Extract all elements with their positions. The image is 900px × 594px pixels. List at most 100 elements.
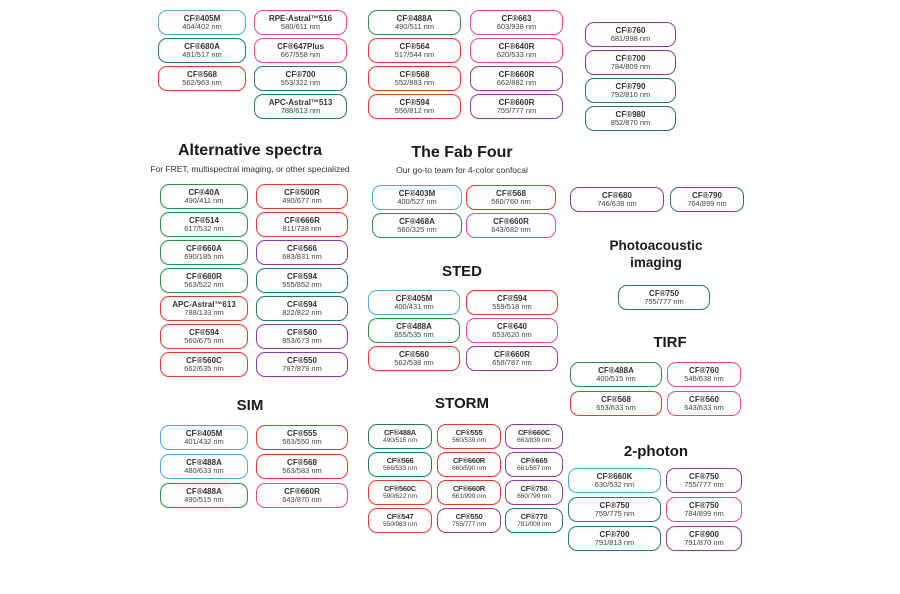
- dye-name: CF®568: [187, 69, 217, 79]
- section-title-fabfour: The Fab Four: [411, 144, 513, 161]
- dye-excitation-emission: 630/532 nm: [594, 479, 635, 489]
- dye-excitation-emission: 401/432 nm: [184, 436, 224, 446]
- dye-name: CF®660C: [517, 427, 551, 437]
- dye-excitation-emission: 755/777 nm: [644, 296, 684, 306]
- dye-excitation-emission: 755/777 nm: [496, 105, 537, 115]
- dye-name: CF®488A: [186, 457, 222, 467]
- dye-name: CF®660R: [498, 69, 535, 79]
- dye-name: CF®660R: [284, 486, 320, 496]
- dye-excitation-emission: 663/839 nm: [517, 436, 551, 444]
- dye-excitation-emission: 552/883 nm: [394, 77, 435, 87]
- dye-excitation-emission: 759/775 nm: [594, 508, 635, 518]
- dye-name: CF®40A: [188, 187, 220, 197]
- dye-name: CF®555: [455, 427, 483, 437]
- dye-excitation-emission: 643/870 nm: [282, 494, 322, 504]
- dye-name: CF®547: [386, 511, 414, 521]
- dye-name: CF®560: [689, 394, 719, 404]
- dye-excitation-emission: 822/822 nm: [282, 307, 322, 317]
- dye-name: CF®594: [287, 271, 317, 281]
- dye-excitation-emission: 690/185 nm: [184, 251, 224, 261]
- dye-excitation-emission: 662/882 nm: [496, 77, 537, 87]
- dye-name: CF®750: [649, 288, 679, 298]
- dye-name: CF®666R: [284, 215, 320, 225]
- dye-excitation-emission: 764/899 nm: [687, 198, 727, 208]
- dye-excitation-emission: 852/870 nm: [610, 117, 651, 127]
- dye-excitation-emission: 811/738 nm: [282, 223, 322, 233]
- section-title-photoacoustic: Photoacoustic imaging: [609, 238, 703, 270]
- dye-name: CF®750: [520, 483, 548, 493]
- dye-excitation-emission: 560/760 nm: [491, 196, 531, 206]
- dye-excitation-emission: 560/325 nm: [397, 224, 437, 234]
- dye-excitation-emission: 560/675 nm: [184, 335, 224, 345]
- dye-excitation-emission: 559/518 nm: [492, 301, 532, 311]
- dye-name: APC-Astral™613: [172, 299, 236, 309]
- dye-excitation-emission: 792/810 nm: [610, 89, 651, 99]
- dye-excitation-emission: 660/590 nm: [452, 464, 486, 472]
- dye-excitation-emission: 617/532 nm: [184, 223, 224, 233]
- dye-excitation-emission: 661/587 nm: [517, 464, 551, 472]
- section-title-alternative: Alternative spectra: [177, 142, 323, 159]
- section-title-sim: SIM: [236, 397, 264, 414]
- dye-excitation-emission: 781/009 nm: [517, 520, 551, 528]
- dye-excitation-emission: 658/787 nm: [492, 357, 532, 367]
- section-subtitle-fabfour: Our go-to team for 4-color confocal: [396, 165, 528, 175]
- dye-name: CF®790: [615, 81, 646, 91]
- dye-name: CF®660R: [498, 97, 535, 107]
- dye-excitation-emission: 517/544 nm: [394, 49, 435, 59]
- dye-name: CF®514: [189, 215, 219, 225]
- dye-excitation-emission: 620/533 nm: [496, 49, 537, 59]
- dye-excitation-emission: 788/613 nm: [280, 105, 321, 115]
- section-title-twophoton: 2-photon: [623, 443, 689, 460]
- dye-excitation-emission: 562/963 nm: [182, 77, 222, 87]
- dye-excitation-emission: 653/633 nm: [596, 402, 636, 412]
- dye-name: CF®700: [615, 53, 646, 63]
- dye-excitation-emission: 603/938 nm: [496, 21, 537, 31]
- dye-excitation-emission: 791/870 nm: [684, 537, 724, 547]
- dye-name: CF®566: [386, 455, 414, 465]
- dye-name: CF®665: [520, 455, 548, 465]
- dye-excitation-emission: 643/633 nm: [684, 402, 724, 412]
- dye-name: CF®488A: [396, 13, 433, 23]
- dye-excitation-emission: 660/799 nm: [517, 492, 551, 500]
- dye-excitation-emission: 400/527 nm: [397, 196, 437, 206]
- dye-excitation-emission: 490/515 nm: [184, 494, 224, 504]
- dye-excitation-emission: 490/511 nm: [394, 21, 435, 31]
- dye-name: CF®555: [287, 428, 317, 438]
- dye-excitation-emission: 563/550 nm: [282, 436, 322, 446]
- dye-excitation-emission: 566/533 nm: [383, 464, 417, 472]
- dye-name: CF®660R: [186, 271, 222, 281]
- dye-excitation-emission: 755/777 nm: [452, 520, 486, 528]
